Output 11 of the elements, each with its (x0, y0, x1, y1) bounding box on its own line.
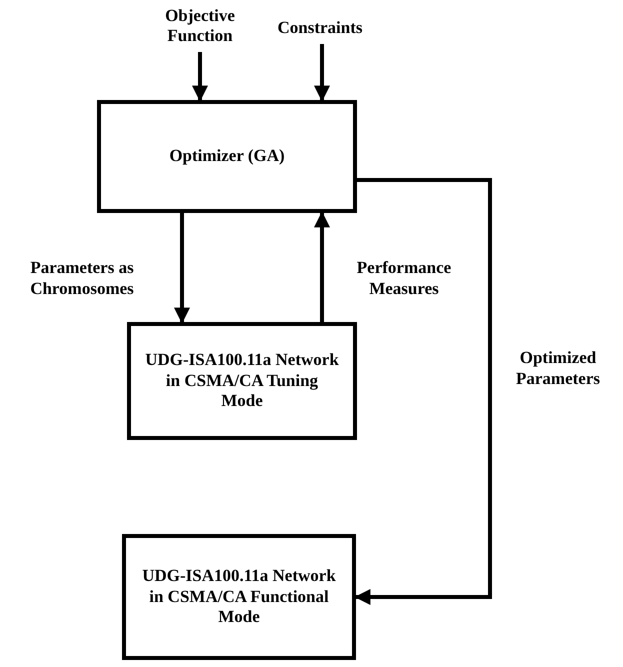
arrow (314, 211, 330, 322)
arrow (314, 44, 330, 102)
box-text: Optimizer (GA) (168, 146, 286, 167)
box-text: UDG-ISA100.11a Network in CSMA/CA Tuning Mode (144, 350, 340, 412)
box-text: UDG-ISA100.11a Network in CSMA/CA Functional Mode (141, 566, 337, 628)
process-box (97, 100, 357, 213)
arrow (354, 178, 492, 605)
arrow (192, 52, 208, 102)
arrow (174, 213, 190, 324)
process-box (127, 322, 357, 440)
process-box (122, 534, 356, 660)
